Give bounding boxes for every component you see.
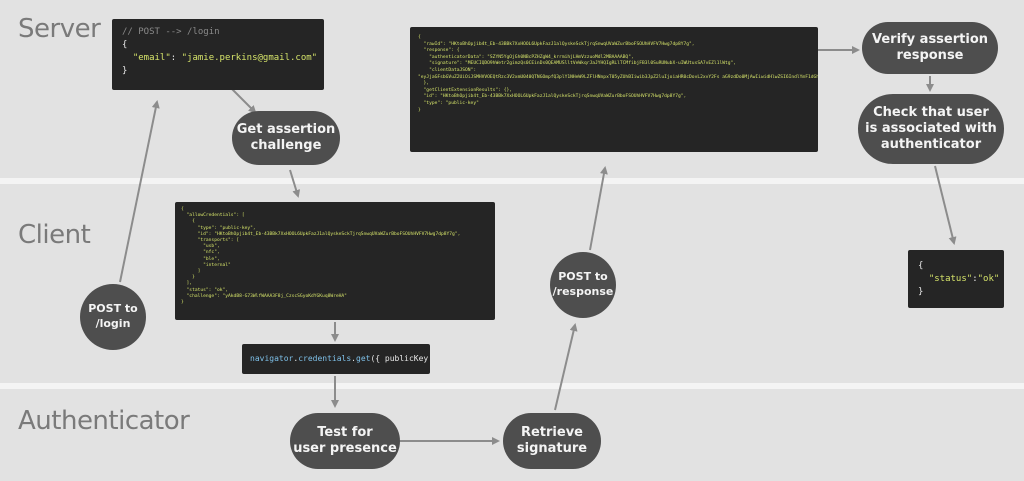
server-lane-label: Server	[18, 14, 101, 44]
status-ok-code: { "status":"ok" }	[908, 250, 1004, 308]
login-request-code: // POST --> /login { "email": "jamie.per…	[112, 19, 324, 90]
arrow-signature-to-post-response	[554, 323, 578, 411]
get-assertion-challenge-node: Get assertion challenge	[232, 111, 340, 165]
retrieve-signature-node: Retrieve signature	[503, 413, 601, 469]
post-login-node: POST to /login	[80, 284, 146, 350]
lane-separator	[0, 383, 1024, 389]
arrow-check-to-status	[934, 165, 957, 245]
lane-separator	[0, 178, 1024, 184]
arrow-assertion-to-client	[289, 169, 301, 198]
post-response-node: POST to /response	[550, 252, 616, 318]
allow-credentials-code: { "allowCredentials": [ { "type": "publi…	[175, 202, 495, 320]
arrow-post-login-to-server	[119, 100, 160, 283]
arrow-post-response-to-server	[589, 166, 608, 251]
assertion-response-code: { "rawId": "HKtoBhOpjib4t_Eb-43BBk7XxHOO…	[410, 27, 818, 152]
test-user-presence-node: Test for user presence	[290, 413, 400, 469]
verify-assertion-node: Verify assertion response	[862, 22, 998, 74]
authenticator-lane-label: Authenticator	[18, 406, 190, 436]
credentials-get-call: navigator.credentials.get({ publicKey })…	[242, 344, 430, 374]
check-user-node: Check that user is associated with authe…	[858, 94, 1004, 164]
client-lane-label: Client	[18, 220, 91, 250]
client-lane	[0, 184, 1024, 383]
